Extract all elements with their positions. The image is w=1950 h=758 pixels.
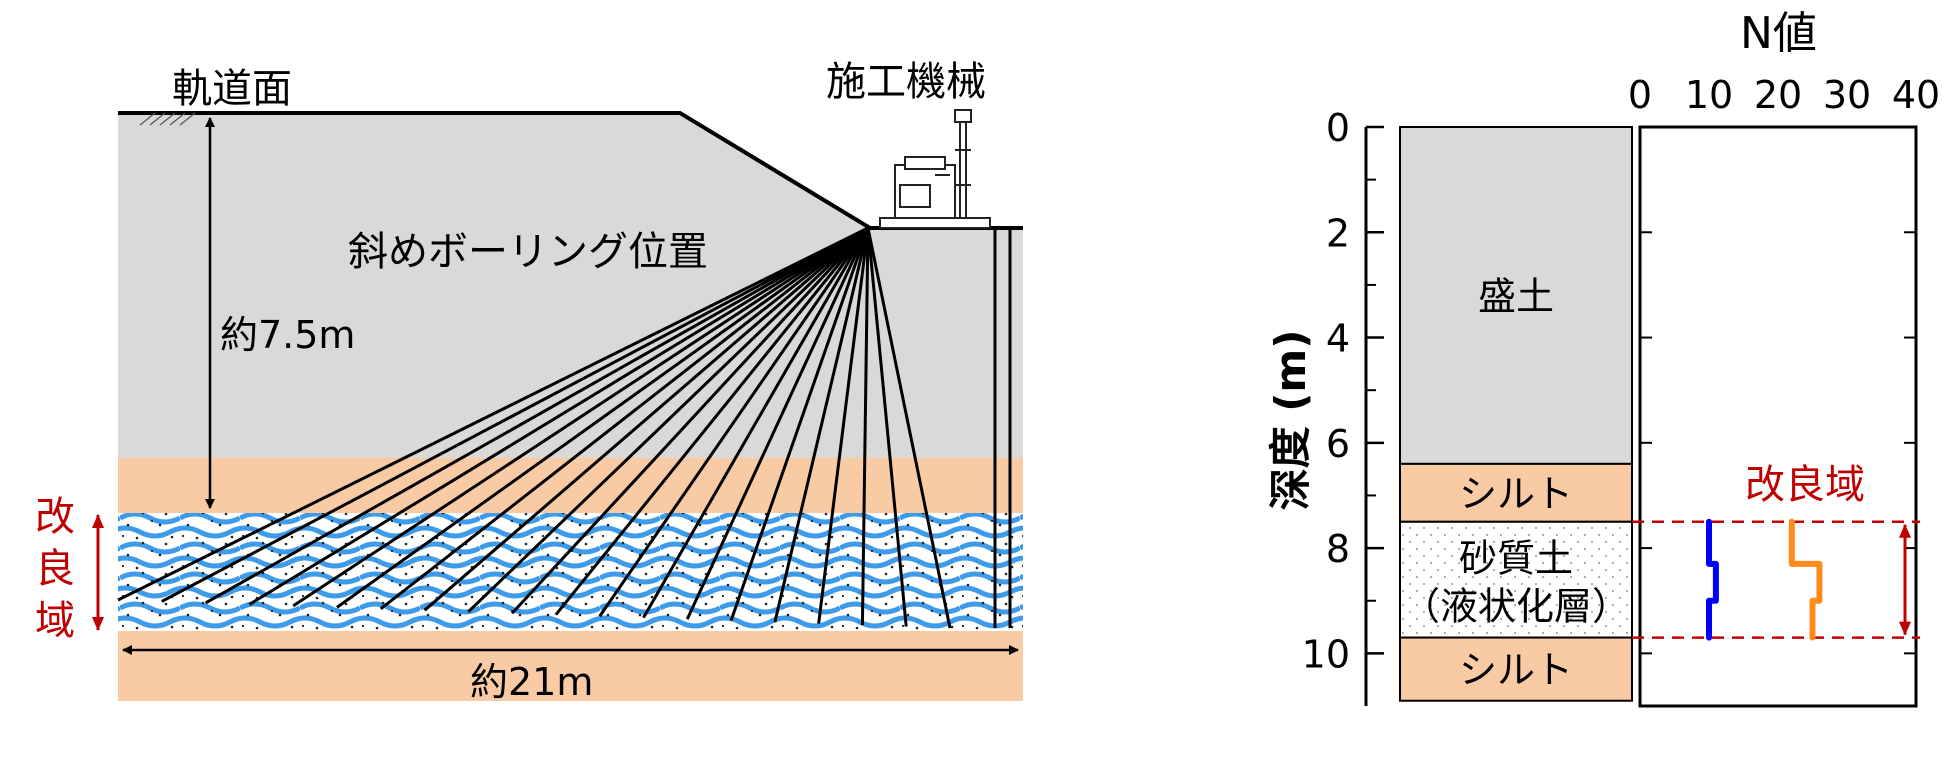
boring-line xyxy=(161,226,869,603)
cross-section: 軌道面 施工機械 斜めボーリング位置 約7.5m 約21m 改 良 域 xyxy=(35,59,1023,704)
layer-label: シルト xyxy=(1459,472,1573,516)
boring-line xyxy=(467,226,870,613)
boring-line xyxy=(204,226,869,605)
layer-box xyxy=(1399,126,1633,465)
boring-line xyxy=(248,226,869,606)
depth-tick-label: 10 xyxy=(1302,632,1350,676)
layer-label: 砂質土 xyxy=(1459,537,1573,581)
depth-tick-label: 4 xyxy=(1326,317,1350,361)
machine-label: 施工機械 xyxy=(826,59,986,105)
n-value-series xyxy=(1706,518,1823,641)
n-value-tick-label: 10 xyxy=(1685,73,1733,117)
n-value-title: N値 xyxy=(1740,8,1817,59)
boring-line xyxy=(554,227,870,616)
layer-box xyxy=(1399,520,1633,639)
n-value-tick-label: 20 xyxy=(1754,73,1802,117)
boring-line xyxy=(860,227,870,626)
n-value-plot-frame xyxy=(1638,125,1918,708)
boring-position-label: 斜めボーリング位置 xyxy=(348,229,708,275)
embankment xyxy=(118,113,1023,458)
depth-axis-label: 深度 (m) xyxy=(1266,330,1315,511)
boring-line xyxy=(866,227,908,627)
boring-line xyxy=(423,226,869,612)
boring-line xyxy=(685,227,870,620)
depth-tick-label: 8 xyxy=(1326,527,1350,571)
improved-zone-char-3: 域 xyxy=(35,598,75,644)
hatch-mark xyxy=(139,112,196,126)
n-value-tick-label: 30 xyxy=(1823,73,1871,117)
sand-liquefaction-layer xyxy=(118,513,1023,631)
machine-icon xyxy=(879,109,991,229)
boring-line xyxy=(598,227,870,618)
improved-zone-char-2: 良 xyxy=(35,546,75,592)
boring-line xyxy=(117,226,869,602)
layer-label: シルト xyxy=(1459,648,1573,692)
boring-line xyxy=(336,226,869,609)
n-value-tick-label: 40 xyxy=(1892,73,1940,117)
boring-line xyxy=(642,227,870,619)
depth-tick-label: 6 xyxy=(1326,422,1350,466)
boring-line xyxy=(773,227,870,623)
boring-line xyxy=(379,226,869,611)
boring-line xyxy=(866,227,952,629)
boring-lines xyxy=(117,226,1012,629)
n-value-series-line xyxy=(1706,518,1719,641)
track-surface-label: 軌道面 xyxy=(172,66,292,112)
depth-ticks: 0 2 4 6 8 10 xyxy=(1302,106,1384,676)
depth-tick-label: 2 xyxy=(1326,211,1350,255)
layer-label-sub: （液状化層） xyxy=(1402,585,1630,629)
layer-box xyxy=(1399,636,1633,702)
improved-zone-label: 改良域 xyxy=(1745,462,1865,508)
boring-line xyxy=(511,226,870,615)
depth-tick-label: 0 xyxy=(1326,106,1350,150)
silt-lower-layer xyxy=(118,631,1023,701)
improved-zone-dashed-lines xyxy=(1632,520,1920,639)
width-dimension-label: 約21m xyxy=(470,660,593,704)
boring-line xyxy=(817,227,870,624)
layer-box xyxy=(1399,462,1633,523)
n-value-series-line xyxy=(1788,518,1823,641)
boring-line xyxy=(729,227,870,622)
height-dimension-label: 約7.5m xyxy=(220,313,355,357)
n-value-tick-label: 0 xyxy=(1628,73,1652,117)
layer-label: 盛土 xyxy=(1478,274,1554,318)
n-value-ticks: 0 10 20 30 40 xyxy=(1628,73,1940,655)
boring-line xyxy=(292,226,869,608)
improved-zone-char-1: 改 xyxy=(35,494,75,540)
